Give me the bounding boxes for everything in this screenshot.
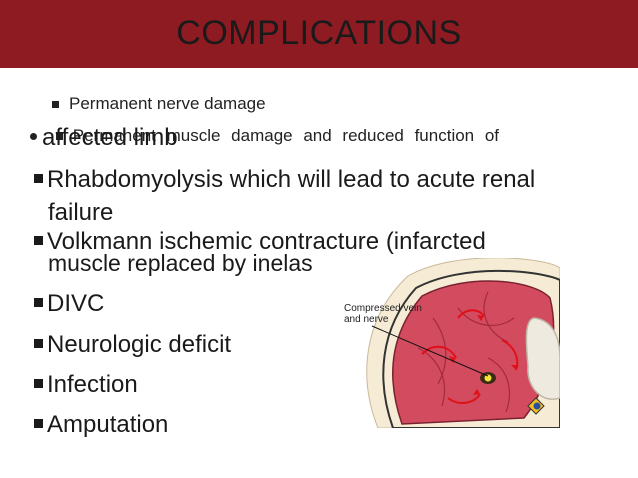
item-rhabdomyolysis-cont: failure (48, 199, 114, 226)
item-divc: DIVC (34, 290, 104, 318)
bullet-square-icon (55, 133, 63, 141)
page-title: COMPLICATIONS (176, 14, 462, 52)
compartment-cross-section-illustration (338, 258, 560, 428)
item-volkmann-cont: muscle replaced by inelas (48, 250, 313, 276)
item-infection: Infection (34, 371, 138, 399)
item-volkmann: Volkmann ischemic contracture (infarcted (34, 228, 486, 256)
overlapping-text-affected-limb: affected limb (42, 124, 178, 151)
bullet-square-icon (34, 298, 43, 308)
title-banner: COMPLICATIONS (0, 0, 638, 68)
item-rhabdomyolysis: Rhabdomyolysis which will lead to acute … (34, 166, 535, 194)
bullet-nerve-damage: Permanent nerve damage (52, 94, 266, 114)
bullet-square-icon (34, 379, 43, 389)
bullet-square-icon (52, 101, 59, 109)
bullet-muscle-damage: Permanent muscle damage and reduced func… (30, 126, 499, 146)
bullet-square-icon (34, 339, 43, 349)
figure-label: Compressed vein and nerve (344, 303, 422, 325)
item-amputation: Amputation (34, 411, 168, 439)
bullet-dot-icon (30, 133, 37, 141)
item-neurologic-deficit: Neurologic deficit (34, 331, 231, 359)
bullet-square-icon (34, 174, 43, 184)
bullet-square-icon (34, 419, 43, 429)
bullet-square-icon (34, 236, 43, 246)
